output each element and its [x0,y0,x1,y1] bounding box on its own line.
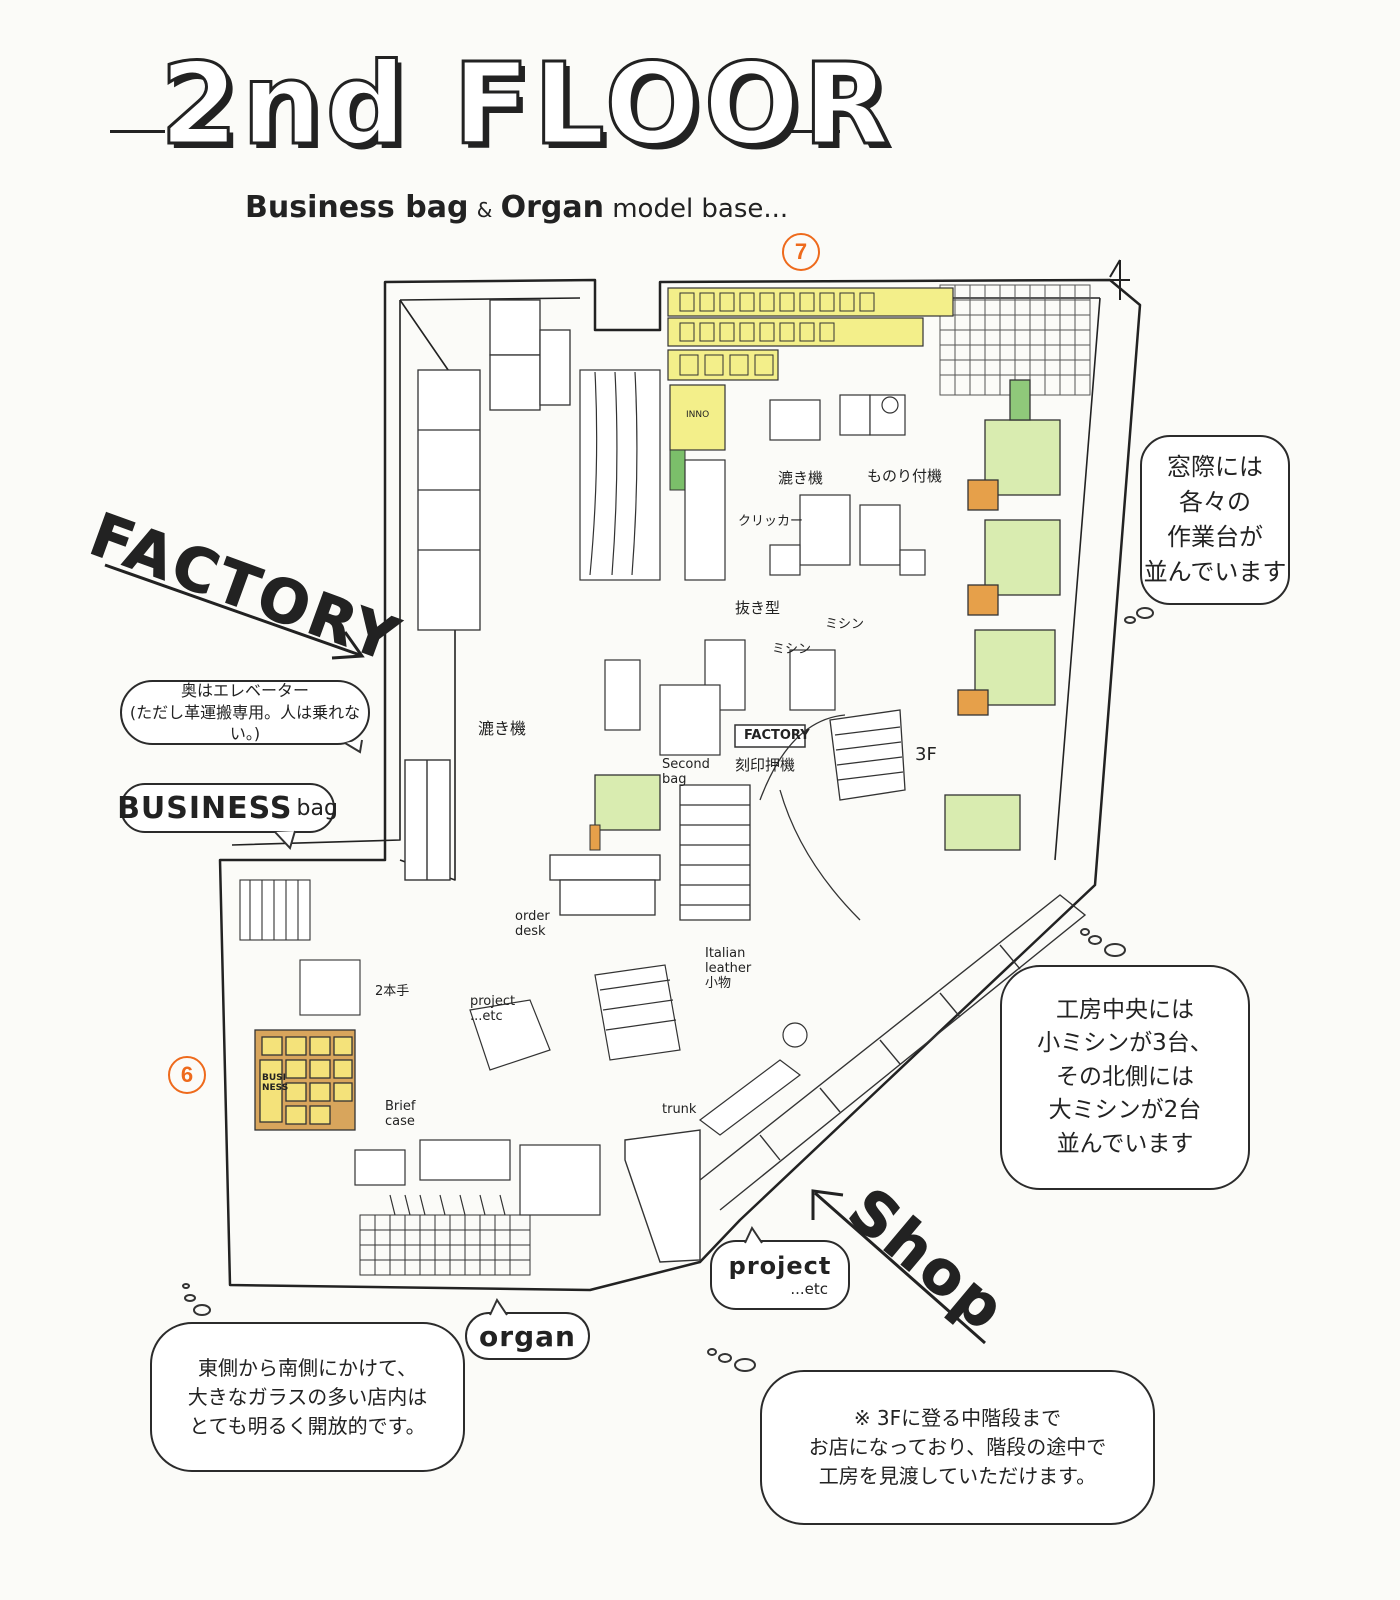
label-factory-sign: FACTORY [744,728,810,743]
label-kawasuki-west: 漉き機 [478,719,527,738]
drawer-unit [684,459,726,581]
label-brief-case: Brief case [385,1099,416,1129]
floor-outline [218,278,1142,1292]
yellow-cabinet [669,384,726,451]
corridor-shelves [417,299,571,631]
center-desk [594,774,661,831]
window-grid [939,284,1091,396]
label-two-bag: 2本手 [375,984,410,999]
window-benches-text: 窓際には 各々の 作業台が 並んでいます [1143,453,1287,586]
label-busi-ness: BUSI NESS [262,1073,289,1094]
shop-windows [624,894,1087,1263]
organ-display-grid [359,1214,531,1276]
label-second-bag: Second bag [662,757,710,787]
glass-windows-text: 東側から南側にかけて、 大きなガラスの多い店内は とても明るく開放的です。 [187,1355,428,1438]
title-dash-left [110,130,165,133]
label-kawasuki: 漉き機 [778,469,824,487]
subtitle-business-bag: Business bag [245,190,469,225]
business-bag-small-text: bag [296,795,338,821]
west-racks [239,879,361,1016]
subtitle: Business bag & Organ model base... [245,190,788,225]
label-clicker: クリッカー [738,514,804,529]
subtitle-amp: & [476,198,493,222]
project-text: project [728,1252,832,1280]
east-desk [944,794,1021,851]
label-kokuin: 刻印押機 [735,756,796,774]
subtitle-model-base: model base... [612,194,789,224]
center-machines [604,639,836,756]
center-machines-text: 工房中央には 小ミシンが3台、 その北側には 大ミシンが2台 並んでいます [1037,997,1213,1157]
shop-arrow-icon [811,1189,986,1345]
window-benches-bubble: 窓際には 各々の 作業台が 並んでいます [1140,435,1290,605]
label-mishin-center: ミシン [772,642,812,657]
project-bubble: project ...etc [710,1240,850,1310]
glass-windows-bubble: 東側から南側にかけて、 大きなガラスの多い店内は とても明るく開放的です。 [150,1322,465,1472]
staircase [679,709,906,921]
marker-6: 6 [168,1056,206,1094]
elevator-bubble: 奥はエレベーター (ただし革運搬専用。人は乗れない。) [120,680,370,745]
elevator-text: 奥はエレベーター (ただし革運搬専用。人は乗れない。) [129,681,361,744]
project-etc-text: ...etc [790,1280,828,1298]
window-benches [957,379,1061,716]
page-title: 2nd FLOOR [158,39,894,172]
organ-text: organ [479,1319,576,1353]
title-dash-right [760,130,840,133]
factory-sign [734,724,806,748]
label-shelf-tag: INNO [686,410,710,420]
desk-leg [589,824,601,851]
trunk-display [699,1022,808,1136]
label-up-3f: 3F [915,744,937,765]
brief-case-shelves [254,1029,356,1131]
label-mishin-top: ミシン [825,617,865,632]
marker-7: 7 [782,233,820,271]
label-trunk: trunk [662,1102,697,1117]
order-desk [549,854,661,916]
green-bin [669,449,686,491]
top-machines [769,394,926,576]
display-tables [469,964,681,1071]
label-order-desk: order desk [515,909,550,939]
label-italian-leather: Italian leather 小物 [705,946,752,991]
organ-bubble: organ [465,1312,590,1360]
leather-rolls-rack [579,369,661,581]
stairs-note-text: ※ 3Fに登る中階段まで お店になっており、階段の途中で 工房を見渡していただけ… [808,1406,1107,1488]
south-counters [354,1139,601,1216]
business-bag-text: BUSINESS [117,790,293,826]
center-machines-bubble: 工房中央には 小ミシンが3台、 その北側には 大ミシンが2台 並んでいます [1000,965,1250,1190]
business-bag-bubble: BUSINESS bag [117,783,338,833]
label-hokotsuke: ものり付機 [867,467,943,485]
factory-arrow-icon [104,563,365,660]
yellow-shelves [667,287,954,381]
subtitle-organ: Organ [500,190,604,225]
label-nukigata: 抜き型 [735,599,781,617]
stairs-note-bubble: ※ 3Fに登る中階段まで お店になっており、階段の途中で 工房を見渡していただけ… [760,1370,1155,1525]
elevator [404,759,451,881]
label-project-etc-map: project ...etc [470,994,516,1024]
